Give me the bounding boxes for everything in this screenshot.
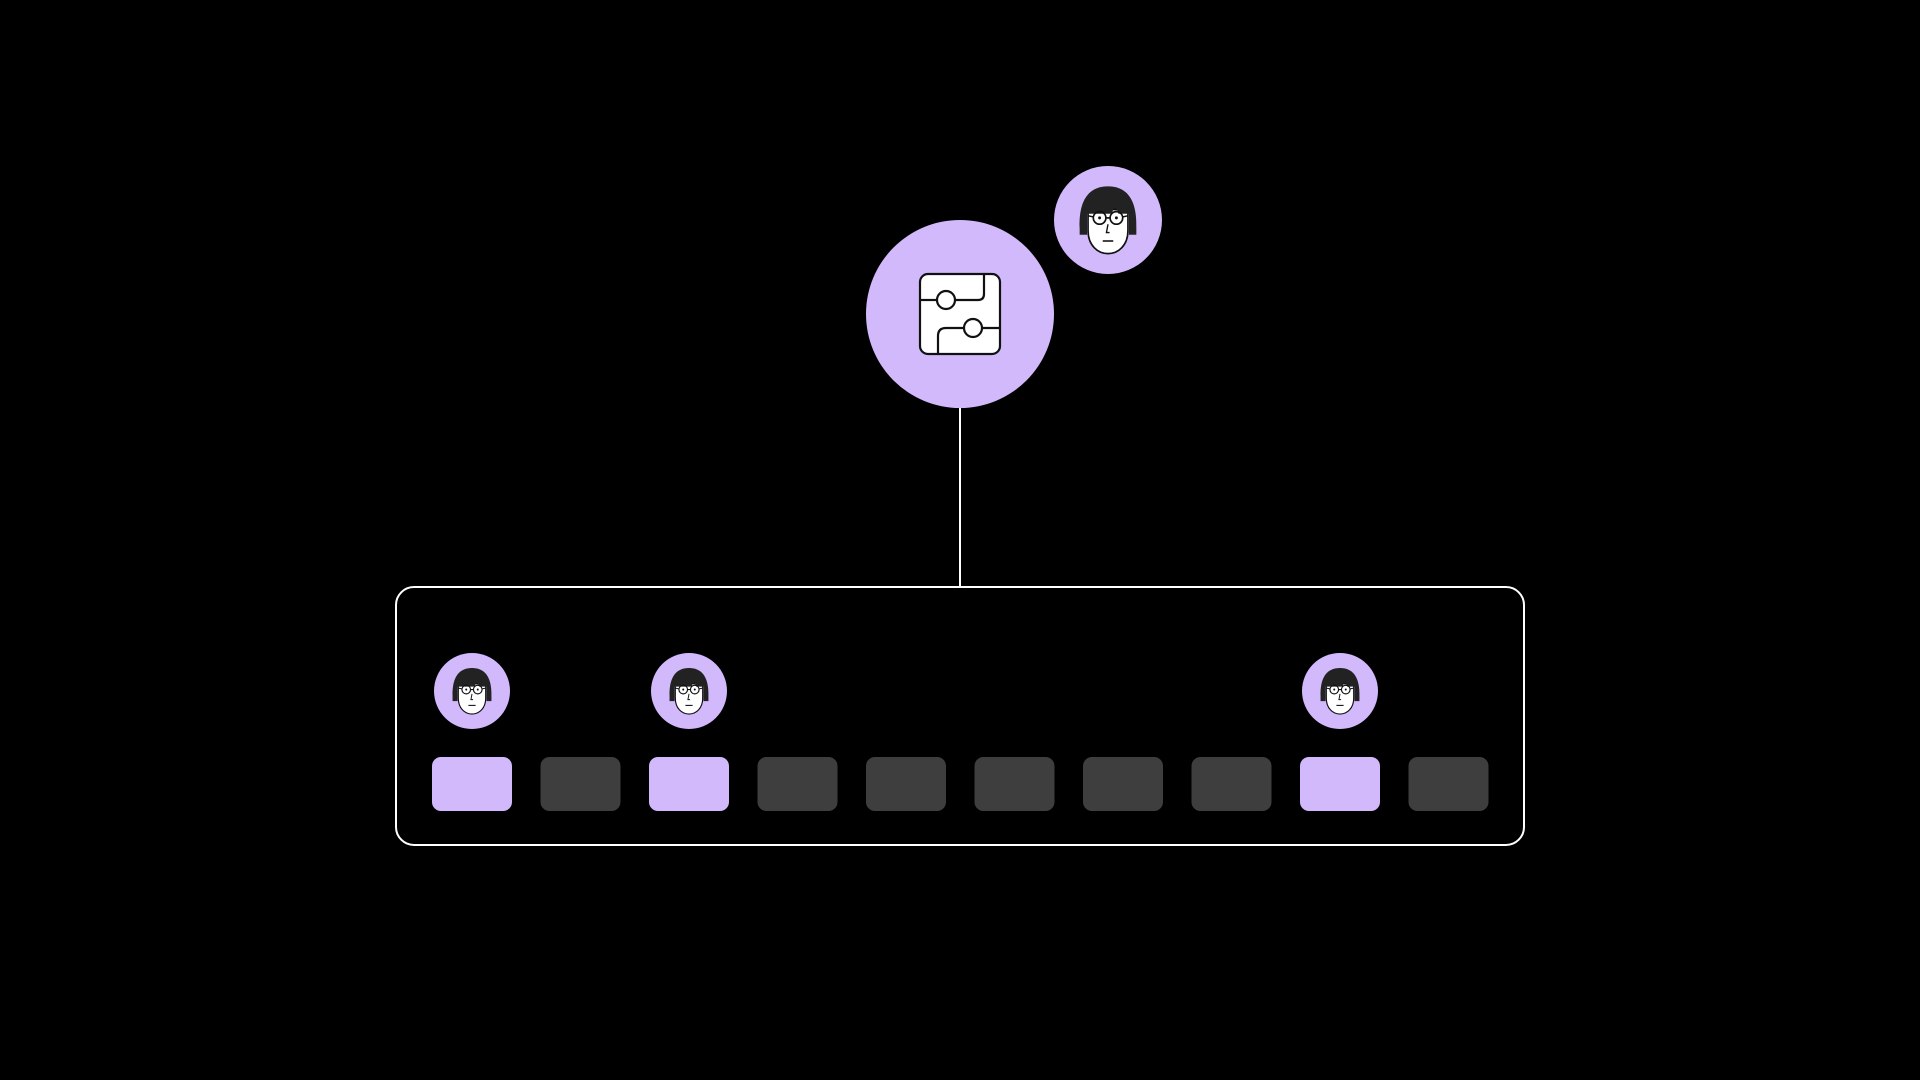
workflow-hub[interactable] bbox=[866, 220, 1054, 408]
slot-row bbox=[432, 757, 1489, 811]
slot-1-user-avatar[interactable] bbox=[434, 653, 510, 729]
slot-1-active[interactable] bbox=[432, 757, 512, 811]
slot-5-inactive[interactable] bbox=[866, 757, 946, 811]
slot-10-inactive[interactable] bbox=[1408, 757, 1489, 811]
slot-9-active[interactable] bbox=[1300, 757, 1380, 811]
slot-7-inactive[interactable] bbox=[1083, 757, 1163, 811]
workflow-circuit-icon bbox=[918, 272, 1002, 356]
slot-6-inactive[interactable] bbox=[974, 757, 1055, 811]
slot-3-active[interactable] bbox=[649, 757, 729, 811]
top-user-avatar[interactable] bbox=[1054, 166, 1162, 274]
slot-9-user-avatar[interactable] bbox=[1302, 653, 1378, 729]
slot-2-inactive[interactable] bbox=[540, 757, 621, 811]
slot-3-user-avatar[interactable] bbox=[651, 653, 727, 729]
slot-4-inactive[interactable] bbox=[757, 757, 838, 811]
slot-avatar-row bbox=[434, 653, 1378, 729]
slot-8-inactive[interactable] bbox=[1191, 757, 1272, 811]
